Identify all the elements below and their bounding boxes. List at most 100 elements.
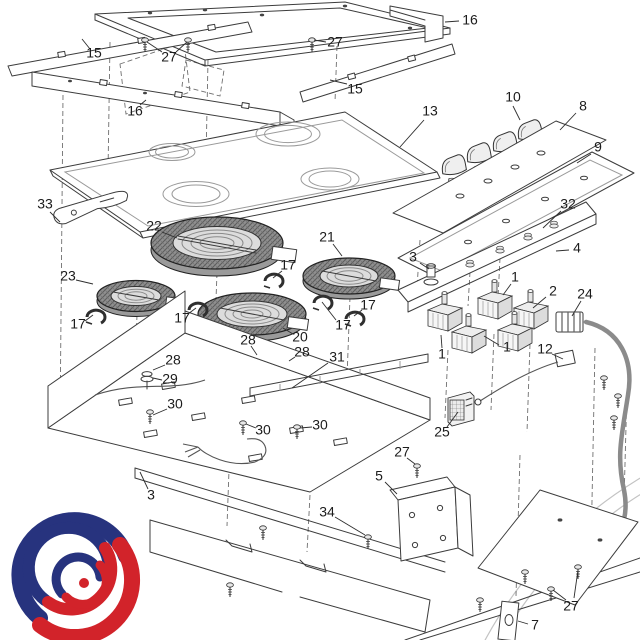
- element-22: [150, 216, 298, 277]
- part-callout-13: 13: [422, 103, 438, 119]
- corner-bracket-16: [389, 5, 444, 43]
- part-callout-16: 16: [127, 103, 143, 119]
- callout-leader-17: [321, 301, 337, 321]
- part-callout-27: 27: [394, 444, 410, 460]
- part-callout-3: 3: [409, 249, 417, 265]
- callout-leader-4: [555, 249, 570, 252]
- callout-leader-27: [552, 589, 567, 601]
- callout-leader-25: [446, 411, 459, 428]
- callout-leader-23: [75, 279, 94, 285]
- callout-leader-29: [152, 377, 163, 381]
- thermal-limiter-12: [474, 349, 576, 406]
- element-23: [96, 279, 186, 317]
- grommet-29: [140, 371, 154, 390]
- support-bracket-31: [249, 353, 429, 397]
- part-callout-21: 21: [319, 229, 335, 245]
- callout-leader-28: [152, 364, 166, 371]
- part-callout-27: 27: [563, 598, 579, 614]
- part-callout-28: 28: [240, 332, 256, 348]
- part-callout-29: 29: [162, 371, 178, 387]
- callout-leader-32: [542, 210, 562, 229]
- part-callout-17: 17: [70, 316, 86, 332]
- part-callout-28: 28: [294, 344, 310, 360]
- callout-leader-12: [551, 353, 564, 360]
- element-21: [302, 257, 401, 300]
- part-callout-1: 1: [503, 339, 511, 355]
- callout-leader-17: [353, 309, 363, 317]
- part-callout-34: 34: [319, 504, 335, 520]
- ceramic-glass-top: [49, 111, 441, 239]
- callout-leader-27: [313, 39, 327, 43]
- callout-leader-28: [250, 345, 258, 356]
- maintop-frame-assembly: [7, 1, 456, 135]
- part-callout-17: 17: [280, 257, 296, 273]
- callout-leader-22: [161, 231, 178, 239]
- lower-trims: [134, 375, 640, 640]
- callout-leader-27: [146, 41, 163, 53]
- callout-leader-15: [329, 79, 348, 85]
- callout-leader-21: [332, 243, 343, 257]
- callout-leader-31: [291, 362, 329, 389]
- part-callout-15: 15: [347, 81, 363, 97]
- terminal-block-24: [555, 311, 584, 333]
- callout-leader-28: [288, 356, 296, 362]
- part-callout-9: 9: [594, 139, 602, 155]
- callout-leader-15: [81, 38, 91, 50]
- callout-leader-3: [419, 262, 430, 270]
- part-callout-17: 17: [360, 297, 376, 313]
- part-callout-30: 30: [255, 422, 271, 438]
- scraper-tool-33: [53, 190, 129, 225]
- callout-leader-1: [502, 283, 512, 296]
- part-callout-1: 1: [438, 346, 446, 362]
- part-callout-4: 4: [573, 240, 581, 256]
- wiring-harness: [94, 379, 267, 464]
- callout-leader-7: [517, 620, 529, 625]
- callout-leader-16: [139, 99, 147, 106]
- part-callout-32: 32: [560, 196, 576, 212]
- part-callout-7: 7: [531, 617, 539, 633]
- part-callout-25: 25: [434, 424, 450, 440]
- front-trim-16: [31, 71, 295, 135]
- brand-logo: [6, 505, 146, 640]
- callout-leader-27: [175, 41, 188, 53]
- callout-leader-3: [139, 471, 149, 490]
- front-lower-trim: [134, 467, 446, 573]
- callout-leader-17: [84, 314, 94, 322]
- bracket-7: [497, 600, 520, 640]
- callout-leader-27: [573, 569, 579, 599]
- callout-leader-13: [399, 119, 425, 148]
- part-callout-16: 16: [462, 12, 478, 28]
- callout-leader-8: [559, 112, 577, 131]
- part-callout-31: 31: [329, 349, 345, 365]
- part-callout-17: 17: [174, 310, 190, 326]
- part-callout-17: 17: [335, 317, 351, 333]
- part-callout-27: 27: [161, 49, 177, 65]
- callout-leader-9: [576, 153, 592, 164]
- burner-support-pan: [47, 290, 431, 493]
- callout-leader-33: [49, 211, 61, 223]
- rear-cover-plate: [477, 489, 639, 606]
- part-callout-3: 3: [147, 487, 155, 503]
- part-callout-30: 30: [312, 417, 328, 433]
- part-callout-28: 28: [165, 352, 181, 368]
- part-callout-20: 20: [292, 329, 308, 345]
- junction-box-5: [389, 476, 474, 562]
- side-rail-15-right: [299, 43, 456, 103]
- part-callout-5: 5: [375, 468, 383, 484]
- callout-leader-2: [532, 296, 547, 309]
- callout-leader-30: [299, 426, 313, 429]
- callout-leader-16: [444, 20, 460, 23]
- callout-leader-5: [384, 481, 398, 495]
- part-callout-10: 10: [505, 89, 521, 105]
- callout-leader-1: [440, 334, 443, 349]
- callout-leader-34: [334, 516, 366, 536]
- bushing-3: [423, 263, 439, 286]
- part-callout-24: 24: [577, 286, 593, 302]
- part-callout-2: 2: [549, 283, 557, 299]
- callout-leader-17: [187, 307, 197, 315]
- callout-leader-30: [152, 408, 168, 416]
- burner-rings: [148, 121, 360, 207]
